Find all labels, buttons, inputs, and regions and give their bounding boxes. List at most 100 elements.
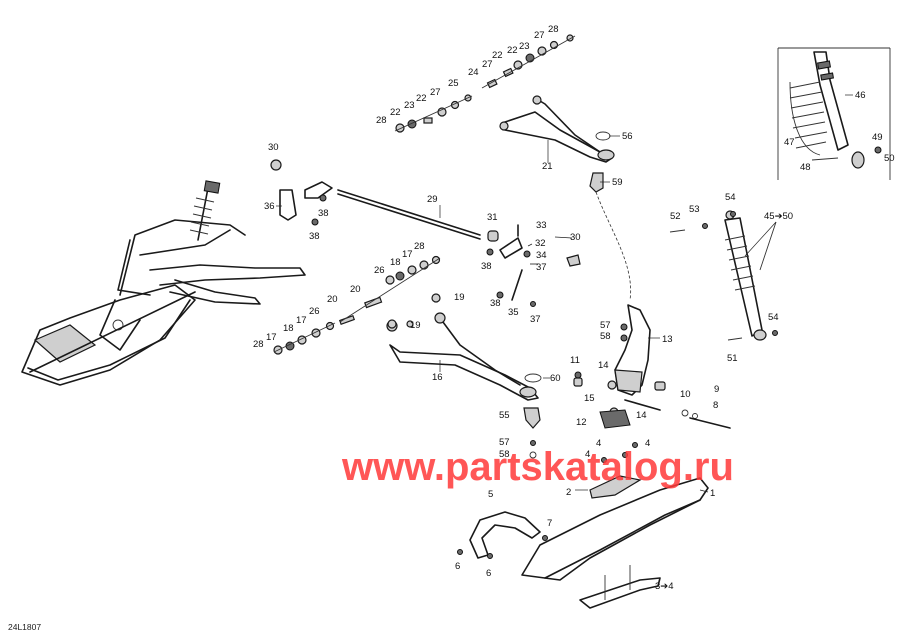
callout-label: 14 xyxy=(598,360,609,371)
callout-labels: 28 27 22 23 22 27 24 25 27 22 23 22 28 5… xyxy=(253,24,895,592)
callout-label: 28 xyxy=(376,115,387,126)
callout-label: 37 xyxy=(536,262,547,273)
callout-label: 24 xyxy=(468,67,479,78)
callout-label: 10 xyxy=(680,389,691,400)
shock-spring-assembled xyxy=(189,180,221,241)
callout-label: 52 xyxy=(670,211,681,222)
callout-label: 25 xyxy=(448,78,459,89)
shock-absorber-exploded xyxy=(777,47,891,180)
callout-label: 2 xyxy=(566,487,571,498)
callout-label: 28 xyxy=(548,24,559,35)
callout-label: 50 xyxy=(884,153,895,164)
callout-label: 34 xyxy=(536,250,547,261)
callout-label: 19 xyxy=(454,292,465,303)
ski xyxy=(521,442,709,609)
callout-label: 20 xyxy=(327,294,338,305)
callout-label: 35 xyxy=(508,307,519,318)
leader-lines xyxy=(276,94,853,493)
callout-label: 46 xyxy=(855,90,866,101)
callout-label: 8 xyxy=(713,400,718,411)
callout-label: 15 xyxy=(584,393,595,404)
callout-label: 12 xyxy=(576,417,587,428)
sway-bar-link-right xyxy=(486,224,581,307)
callout-label: 30 xyxy=(268,142,279,153)
callout-label: 30 xyxy=(570,232,581,243)
callout-label: 1 xyxy=(710,488,715,499)
callout-label: 22 xyxy=(507,45,518,56)
callout-label: 57 xyxy=(499,437,510,448)
callout-label: 60 xyxy=(550,373,561,384)
callout-label: 23 xyxy=(404,100,415,111)
callout-label: 18 xyxy=(390,257,401,268)
sway-bar xyxy=(337,189,481,240)
callout-label: 27 xyxy=(534,30,545,41)
callout-label: 18 xyxy=(283,323,294,334)
callout-label: 22 xyxy=(390,107,401,118)
callout-label: 37 xyxy=(530,314,541,325)
callout-label: 53 xyxy=(689,204,700,215)
callout-label: 4 xyxy=(645,438,650,449)
callout-label: 22 xyxy=(492,50,503,61)
callout-label: 51 xyxy=(727,353,738,364)
callout-label: 48 xyxy=(800,162,811,173)
upper-a-arm xyxy=(499,95,615,163)
callout-label: 14 xyxy=(636,410,647,421)
callout-label: 4 xyxy=(585,449,590,460)
assembled-suspension-illustration xyxy=(21,180,306,386)
callout-label: 17 xyxy=(266,332,277,343)
callout-label: 9 xyxy=(714,384,719,395)
callout-label: 11 xyxy=(570,355,580,366)
callout-label: 3➔4 xyxy=(655,581,674,592)
callout-label: 38 xyxy=(481,261,492,272)
callout-label: 47 xyxy=(784,137,795,148)
callout-label: 38 xyxy=(490,298,501,309)
callout-label: 28 xyxy=(253,339,264,350)
ski-handle xyxy=(457,511,548,559)
callout-label: 28 xyxy=(414,241,425,252)
callout-label: 20 xyxy=(350,284,361,295)
callout-label: 21 xyxy=(542,161,553,172)
callout-label: 17 xyxy=(296,315,307,326)
callout-label: 56 xyxy=(622,131,633,142)
callout-label: 6 xyxy=(455,561,460,572)
callout-label: 27 xyxy=(430,87,441,98)
callout-label: 17 xyxy=(402,249,413,260)
callout-label: 38 xyxy=(309,231,320,242)
callout-label: 33 xyxy=(536,220,547,231)
callout-label: 54 xyxy=(725,192,736,203)
callout-label: 16 xyxy=(432,372,443,383)
diagram-code: 24L1807 xyxy=(8,622,41,632)
callout-label: 57 xyxy=(600,320,611,331)
upper-bushings-row-2 xyxy=(394,94,473,133)
callout-label: 49 xyxy=(872,132,883,143)
callout-label: 7 xyxy=(547,518,552,529)
callout-label: 5 xyxy=(488,489,493,500)
callout-label: 19 xyxy=(410,320,421,331)
callout-label: 36 xyxy=(264,201,275,212)
callout-label: 29 xyxy=(427,194,438,205)
callout-label: 59 xyxy=(612,177,623,188)
callout-label: 55 xyxy=(499,410,510,421)
callout-label: 23 xyxy=(519,41,530,52)
callout-label: 58 xyxy=(499,449,510,460)
callout-label: 22 xyxy=(416,93,427,104)
callout-label: 6 xyxy=(486,568,491,579)
watermark-text: www.partskatalog.ru xyxy=(341,445,734,489)
callout-label: 32 xyxy=(535,238,546,249)
spindle xyxy=(614,304,651,396)
callout-label: 26 xyxy=(374,265,385,276)
callout-label: 45➔50 xyxy=(764,211,793,222)
sway-bar-link-left xyxy=(270,159,333,226)
shock-absorber-assembled xyxy=(669,210,778,341)
callout-label: 31 xyxy=(487,212,498,223)
callout-label: 54 xyxy=(768,312,779,323)
callout-label: 38 xyxy=(318,208,329,219)
lower-bushings-row-1 xyxy=(338,255,441,326)
lower-bushings-row-2 xyxy=(273,321,336,355)
callout-label: 58 xyxy=(600,331,611,342)
callout-label: 13 xyxy=(662,334,673,345)
callout-label: 26 xyxy=(309,306,320,317)
callout-label: 4 xyxy=(596,438,601,449)
